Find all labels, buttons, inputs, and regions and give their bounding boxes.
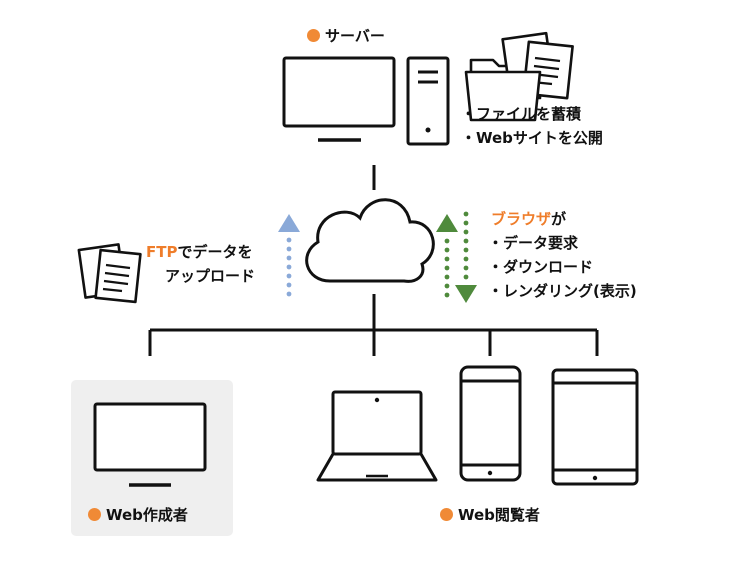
tablet-icon [551, 368, 639, 486]
upload-arrow [278, 214, 300, 297]
server-bullet-1: ・ファイルを蓄積 [461, 105, 582, 123]
server-dot-icon [307, 29, 320, 42]
ftp-label: FTPでデータを アップロード [146, 240, 255, 288]
download-arrow-down [455, 211, 477, 303]
browser-label: ブラウザが ・データ要求 ・ダウンロード ・レンダリング(表示) [488, 207, 637, 303]
creator-dot-icon [88, 508, 101, 521]
request-arrow-up [436, 214, 458, 298]
viewer-label: Web閲覧者 [440, 506, 540, 524]
folder-documents-icon [464, 31, 574, 122]
ftp-highlight: FTP [146, 243, 178, 261]
documents-icon [77, 243, 142, 304]
server-title: サーバー [325, 27, 385, 45]
server-label: サーバー [307, 27, 385, 45]
creator-label: Web作成者 [88, 506, 188, 524]
browser-suffix: が [551, 210, 567, 228]
server-bullets: ・ファイルを蓄積 ・Webサイトを公開 [461, 102, 603, 150]
browser-bullet-2: ・ダウンロード [488, 258, 594, 276]
viewer-title: Web閲覧者 [458, 506, 540, 524]
server-monitor-icon [282, 56, 396, 142]
creator-monitor-icon [93, 402, 207, 487]
browser-bullet-3: ・レンダリング(表示) [488, 282, 637, 300]
creator-title: Web作成者 [106, 506, 188, 524]
ftp-text-2: アップロード [165, 267, 256, 285]
laptop-icon [316, 390, 438, 482]
browser-highlight: ブラウザ [491, 210, 552, 228]
server-tower-icon [406, 56, 450, 146]
browser-bullet-1: ・データ要求 [488, 234, 579, 252]
ftp-text-1: でデータを [177, 243, 253, 261]
cloud-icon [305, 198, 435, 283]
smartphone-icon [459, 365, 522, 482]
server-bullet-2: ・Webサイトを公開 [461, 129, 603, 147]
viewer-dot-icon [440, 508, 453, 521]
